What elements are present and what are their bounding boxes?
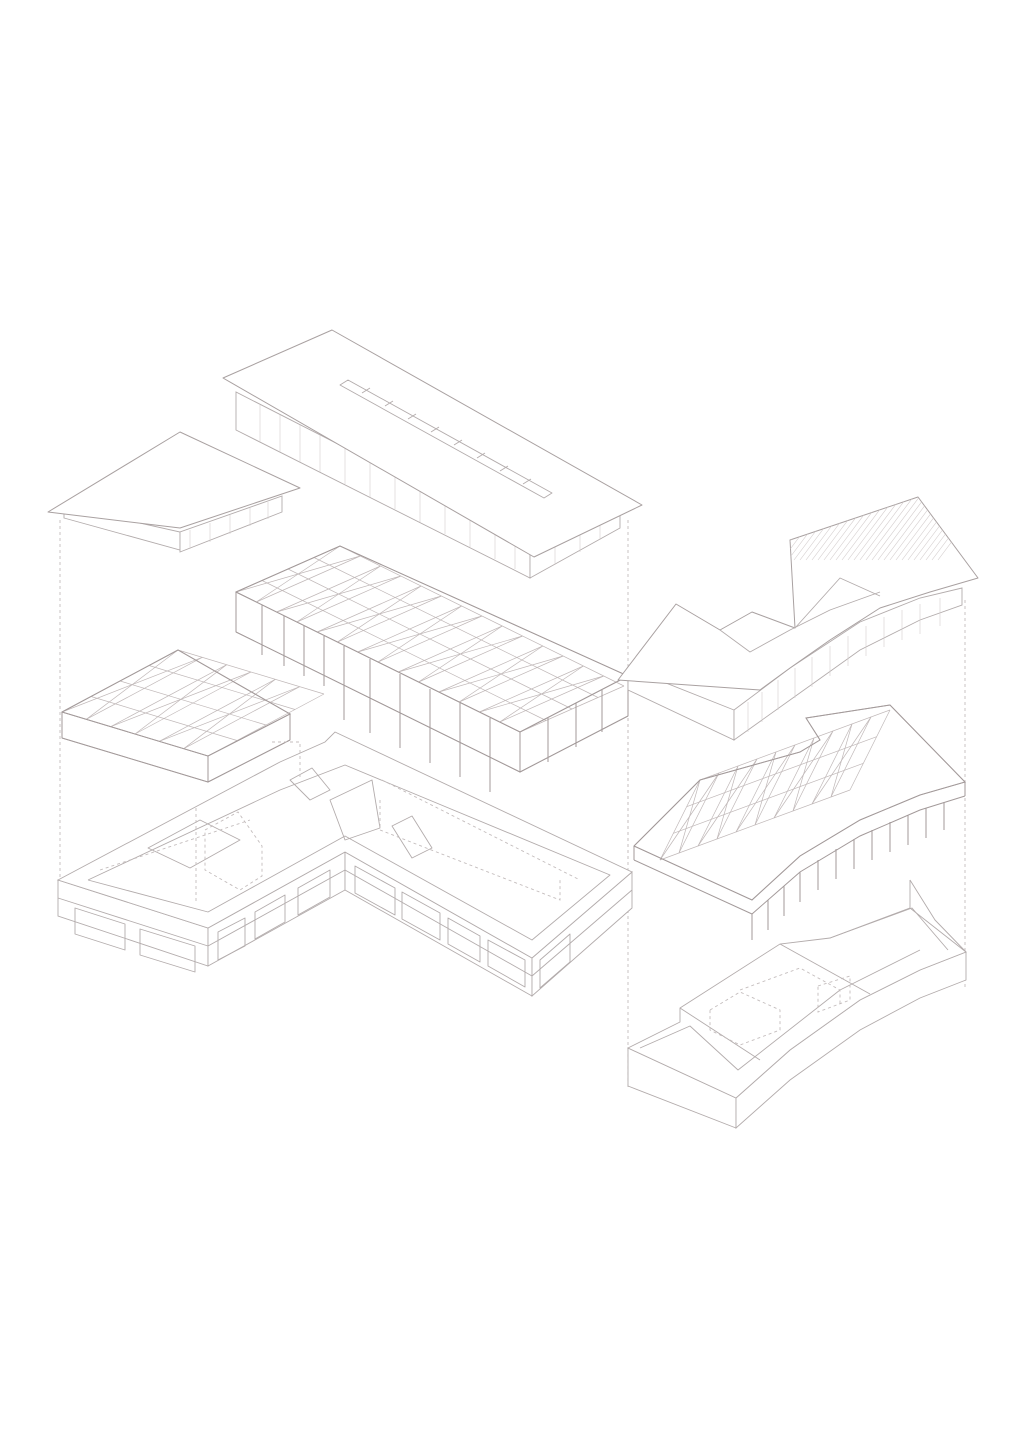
plinth-courtyard: [147, 767, 433, 869]
long-roof-glazing: [259, 405, 601, 569]
curved-plinth: [626, 879, 967, 1130]
plinth-openings: [74, 865, 571, 989]
l-shaped-plinth: [56, 731, 633, 997]
small-roof: [47, 431, 301, 553]
frame-columns: [261, 605, 603, 792]
roof-skylights: [339, 379, 553, 499]
long-roof: [222, 329, 643, 579]
small-timber-frame: [60, 649, 325, 783]
curved-frame-columns: [751, 802, 945, 940]
long-timber-frame: [234, 545, 630, 792]
curved-timber-frame: [633, 704, 966, 940]
